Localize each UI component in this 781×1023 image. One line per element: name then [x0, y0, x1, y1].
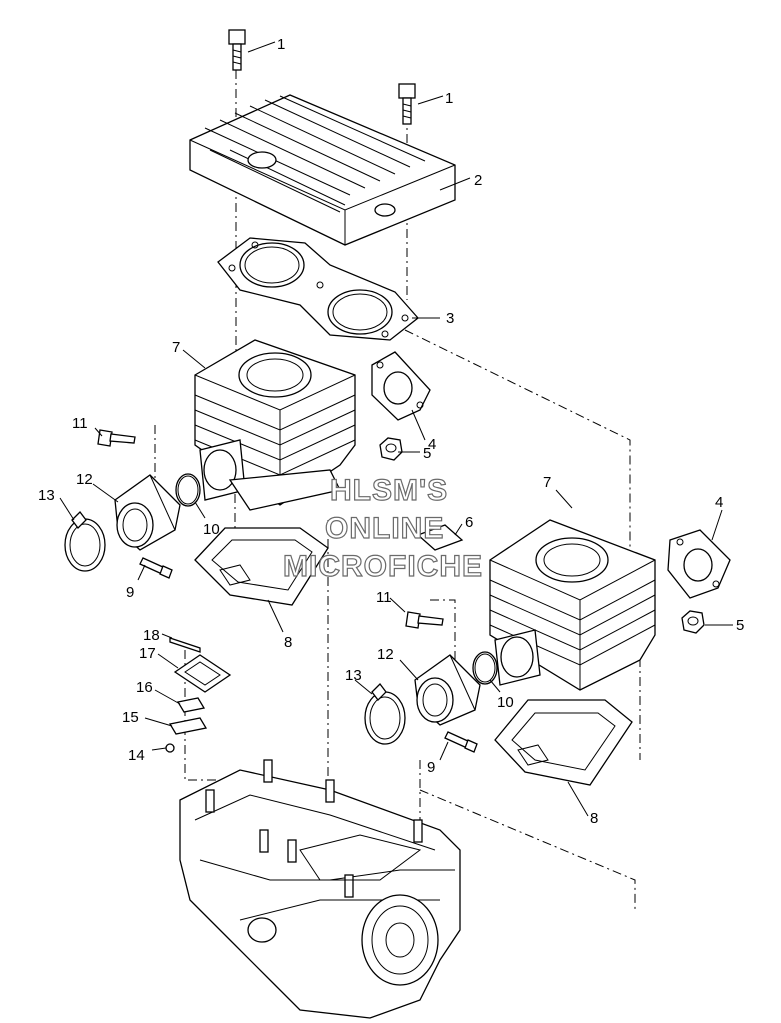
leader-lines: [59, 41, 733, 817]
callout-2: 2: [474, 172, 482, 189]
callout-12: 12: [76, 471, 93, 488]
callout-9: 9: [126, 584, 134, 601]
screw-right: [444, 731, 478, 753]
o-ring-right: [472, 651, 498, 685]
callout-16: 16: [136, 679, 153, 696]
spacer-block: [416, 524, 464, 551]
callout-10: 10: [203, 521, 220, 538]
callout-17: 17: [139, 645, 156, 662]
head-bolt-left: [228, 29, 246, 71]
exhaust-gasket-left: [371, 351, 431, 421]
callout-10: 10: [497, 694, 514, 711]
watermark: HLSM'S ONLINE MICROFICHE: [282, 473, 483, 583]
callout-8: 8: [284, 634, 292, 651]
head-bolt-right: [398, 83, 416, 125]
callout-5: 5: [736, 617, 744, 634]
nut-right: [681, 610, 705, 634]
callout-12: 12: [377, 646, 394, 663]
intake-bolt-right: [405, 611, 444, 629]
head-gasket: [217, 237, 419, 341]
callout-11: 11: [376, 589, 392, 606]
callout-4: 4: [428, 436, 436, 453]
callout-11: 11: [72, 415, 88, 432]
callout-5: 5: [423, 445, 431, 462]
intake-boot-left: [114, 474, 181, 551]
callout-9: 9: [427, 759, 435, 776]
callout-6: 6: [465, 514, 473, 531]
callout-15: 15: [122, 709, 139, 726]
cylinder-head: [189, 94, 456, 246]
watermark-line-3: MICROFICHE: [283, 550, 483, 583]
callout-7: 7: [172, 339, 180, 356]
clamp-right: [364, 683, 406, 745]
watermark-line-1: HLSM'S: [330, 474, 448, 507]
crankcase: [179, 759, 461, 1019]
watermark-line-2: ONLINE: [325, 512, 444, 545]
intake-boot-right: [414, 654, 481, 726]
callout-4: 4: [715, 494, 723, 511]
screw-left: [139, 557, 173, 579]
reed-valve-assembly: [165, 637, 232, 753]
callout-13: 13: [38, 487, 55, 504]
callout-1: 1: [445, 90, 453, 107]
exhaust-gasket-right: [667, 529, 731, 599]
callout-3: 3: [446, 310, 454, 327]
intake-bolt-left: [97, 429, 136, 447]
nut-left: [379, 437, 403, 461]
callout-14: 14: [128, 747, 145, 764]
clamp-left: [64, 511, 106, 572]
callout-7: 7: [543, 474, 551, 491]
o-ring-left: [175, 473, 201, 507]
callout-8: 8: [590, 810, 598, 827]
callout-13: 13: [345, 667, 362, 684]
callout-18: 18: [143, 627, 160, 644]
cylinder-right: [489, 519, 656, 691]
callout-labels: 1 1 2 3 7 4 11 5 12 13 10 6 7 4 9 8 11 5…: [38, 36, 744, 827]
cylinder-left: [194, 339, 356, 511]
base-gasket-left: [194, 527, 329, 606]
callout-1: 1: [277, 36, 285, 53]
base-gasket-right: [494, 699, 633, 786]
